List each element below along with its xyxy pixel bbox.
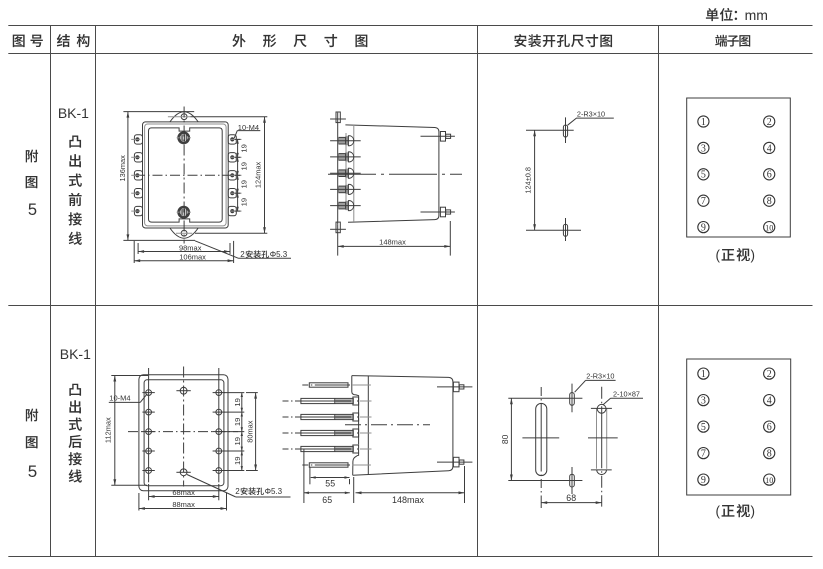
svg-text:124±0.8: 124±0.8: [524, 167, 533, 194]
svg-text:148max: 148max: [379, 238, 406, 247]
svg-text:19: 19: [233, 418, 242, 426]
svg-text:2-R3×10: 2-R3×10: [586, 372, 614, 381]
svg-text:2: 2: [240, 250, 245, 259]
svg-text:): ): [751, 248, 756, 263]
svg-text:5: 5: [701, 422, 706, 433]
svg-text:2: 2: [235, 487, 240, 496]
svg-text:3: 3: [701, 143, 706, 154]
svg-text:9: 9: [701, 223, 706, 234]
svg-text:65: 65: [322, 495, 332, 505]
svg-text:1: 1: [701, 117, 706, 128]
svg-text:4: 4: [767, 396, 772, 407]
svg-text:BK-1: BK-1: [58, 105, 89, 121]
svg-text:8: 8: [767, 196, 772, 207]
svg-text:10-M4: 10-M4: [109, 394, 130, 403]
svg-text:19: 19: [239, 144, 248, 152]
svg-text:5: 5: [701, 170, 706, 181]
svg-text:68: 68: [566, 493, 576, 503]
svg-text:6: 6: [767, 422, 772, 433]
svg-text:19: 19: [233, 398, 242, 406]
svg-text:1: 1: [701, 369, 706, 380]
svg-text:2-10×87: 2-10×87: [613, 390, 640, 399]
svg-text:124max: 124max: [253, 162, 262, 189]
svg-text:2-R3×10: 2-R3×10: [577, 109, 605, 118]
svg-text:19: 19: [239, 180, 248, 188]
svg-text:Φ5.3: Φ5.3: [270, 250, 288, 259]
svg-text:88max: 88max: [172, 500, 195, 509]
svg-text:8: 8: [767, 449, 772, 460]
svg-text:(: (: [716, 504, 721, 519]
svg-text:7: 7: [701, 196, 706, 207]
svg-text:68max: 68max: [172, 488, 195, 497]
svg-text:98max: 98max: [179, 243, 202, 252]
svg-text:7: 7: [701, 449, 706, 460]
svg-text:mm: mm: [745, 7, 768, 23]
svg-text:5: 5: [28, 462, 37, 481]
svg-text:10: 10: [765, 222, 773, 232]
svg-text:10: 10: [765, 475, 773, 485]
svg-text:5: 5: [28, 201, 37, 219]
svg-text:2: 2: [767, 369, 772, 380]
svg-text:19: 19: [233, 457, 242, 465]
svg-text:19: 19: [239, 162, 248, 170]
svg-text:55: 55: [325, 478, 335, 488]
svg-text:BK-1: BK-1: [60, 346, 91, 362]
svg-text:(: (: [716, 248, 721, 263]
svg-text:3: 3: [701, 396, 706, 407]
svg-text:136max: 136max: [118, 155, 127, 182]
svg-text:2: 2: [767, 117, 772, 128]
svg-text:19: 19: [233, 437, 242, 445]
svg-text:6: 6: [767, 170, 772, 181]
svg-text:): ): [751, 504, 756, 519]
svg-text:106max: 106max: [179, 253, 206, 262]
svg-text:19: 19: [239, 198, 248, 206]
svg-text:9: 9: [701, 475, 706, 486]
svg-text:4: 4: [767, 143, 772, 154]
svg-text:Φ5.3: Φ5.3: [265, 487, 283, 496]
svg-text:80max: 80max: [246, 420, 255, 442]
svg-text:112max: 112max: [104, 417, 113, 443]
svg-text:80: 80: [500, 434, 510, 444]
svg-text:10-M4: 10-M4: [238, 123, 259, 132]
svg-text:148max: 148max: [392, 495, 425, 505]
